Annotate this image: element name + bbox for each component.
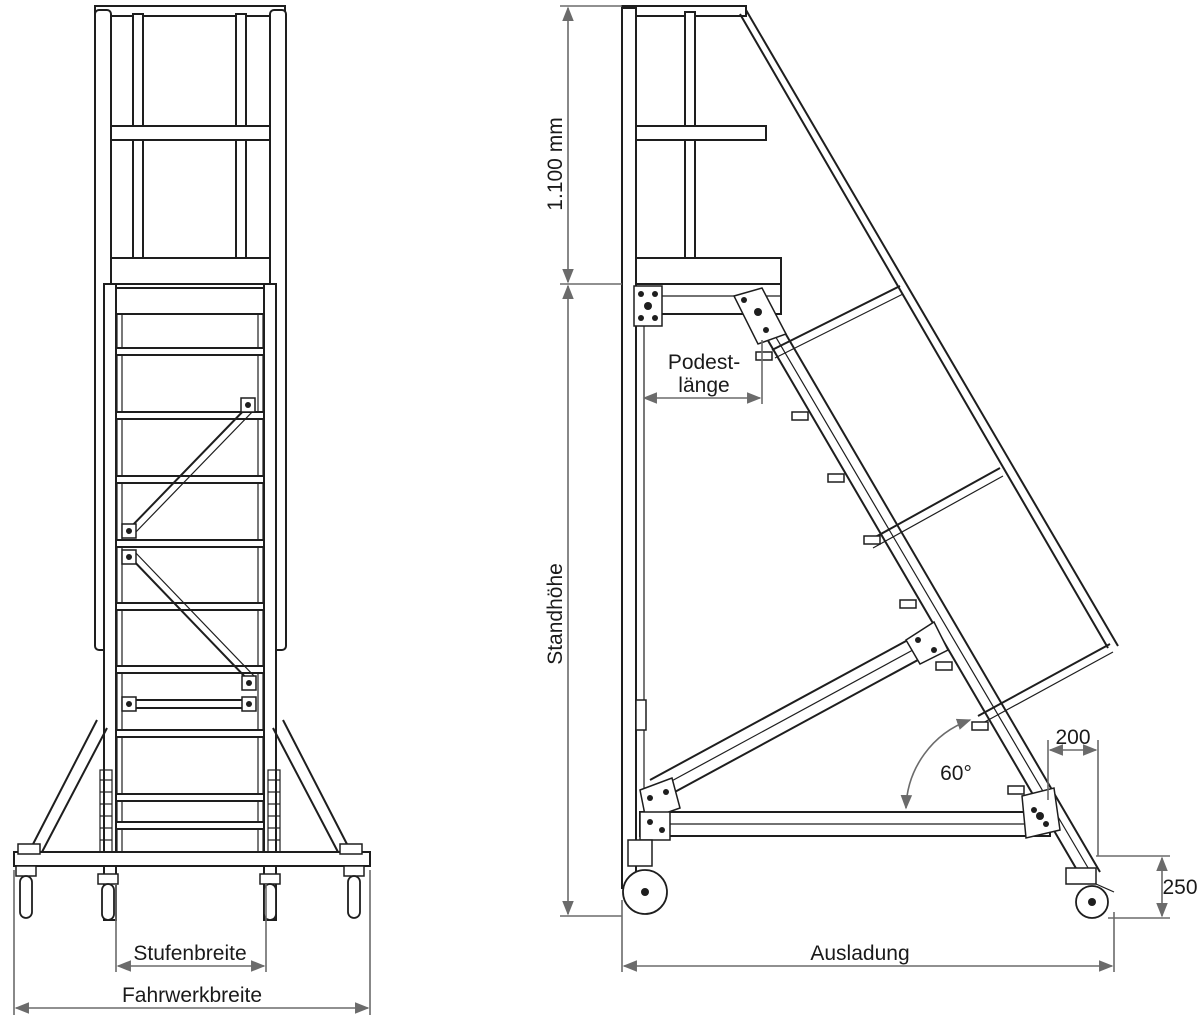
chassis-width-dimension: Fahrwerkbreite bbox=[13, 870, 371, 1015]
standing-height-label: Standhöhe bbox=[544, 563, 567, 665]
reach-label: Ausladung bbox=[810, 942, 909, 965]
step-width-label: Stufenbreite bbox=[133, 942, 246, 965]
front-steps bbox=[115, 347, 265, 830]
front-caster bbox=[1065, 867, 1115, 919]
side-view: 1.100 mm Standhöhe Podest- länge 60° 200 bbox=[544, 5, 1198, 972]
front-casters bbox=[15, 865, 365, 921]
guardrail-height-label: 1.100 mm bbox=[544, 117, 567, 210]
step-width-dimension: Stufenbreite bbox=[115, 884, 267, 972]
rear-height-dimension: 250 bbox=[1096, 855, 1198, 919]
step-depth-label: 200 bbox=[1055, 726, 1090, 749]
standing-height-dimension: Standhöhe bbox=[544, 284, 622, 917]
platform-length-label-line1: Podest- bbox=[668, 351, 740, 374]
platform-length-label-line2: länge bbox=[678, 374, 729, 397]
angle-dimension: 60° bbox=[900, 718, 972, 810]
step-depth-dimension: 200 bbox=[1047, 726, 1099, 856]
platform-length-dimension: Podest- länge bbox=[642, 340, 763, 404]
rear-height-label: 250 bbox=[1162, 876, 1197, 899]
chassis-width-label: Fahrwerkbreite bbox=[122, 984, 262, 1007]
angle-label: 60° bbox=[940, 762, 972, 785]
reach-dimension: Ausladung bbox=[621, 900, 1115, 972]
front-base-springs bbox=[99, 769, 281, 861]
side-steps bbox=[755, 351, 1025, 795]
guardrail-height-dimension: 1.100 mm bbox=[544, 5, 622, 285]
rear-caster bbox=[622, 839, 668, 915]
front-view: Stufenbreite Fahrwerkbreite bbox=[13, 5, 371, 1015]
